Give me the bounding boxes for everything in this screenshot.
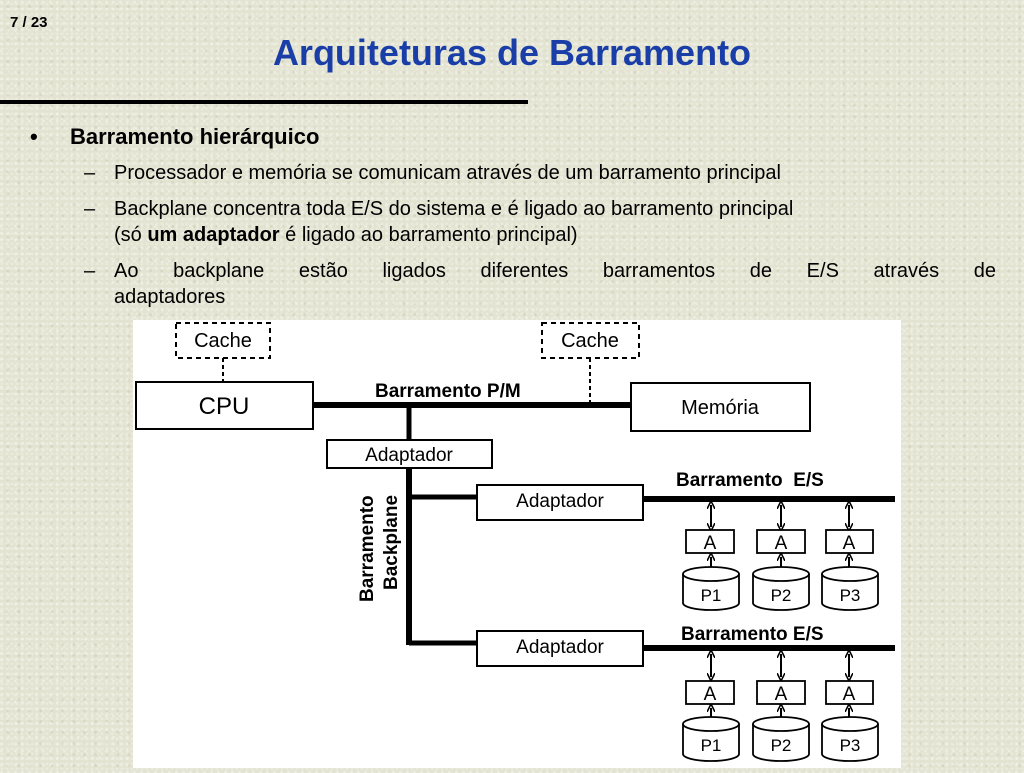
device-label: P3 <box>840 736 861 755</box>
device-label: P1 <box>701 586 722 605</box>
disk-icon <box>752 566 810 611</box>
bus-io1-label: Barramento E/S <box>676 470 824 491</box>
device-adapter-label: A <box>775 684 788 705</box>
device-adapter-label: A <box>704 684 717 705</box>
cpu-box <box>135 381 314 430</box>
cache-left-label: Cache <box>194 330 252 352</box>
disk-icon <box>821 566 879 611</box>
sub-bullet-3-text: Ao backplane estão ligados diferentes ba… <box>114 258 996 310</box>
sub-bullet-dash: – <box>84 260 96 282</box>
bus-diagram: Cache Cache Barramento P/M CPU Memória A… <box>133 320 901 768</box>
sub-bullet-1-text: Processador e memória se comunicam atrav… <box>114 162 781 184</box>
device-label: P3 <box>840 586 861 605</box>
bus-diagram-svg: Cache Cache Barramento P/M CPU Memória A… <box>135 322 895 762</box>
disk-icon <box>821 716 879 762</box>
cpu-label: CPU <box>199 393 250 420</box>
cache-left-box <box>175 322 271 359</box>
bus-io2-label: Barramento E/S <box>681 624 824 645</box>
title-underline <box>0 100 528 104</box>
sub-bullet-3-line1: Ao backplane estão ligados diferentes ba… <box>114 260 996 282</box>
device-adapter-label: A <box>843 684 856 705</box>
adapter-main-box <box>326 439 493 469</box>
backplane-label-line2: Backplane <box>381 495 402 590</box>
bullet-dot: • <box>30 124 38 149</box>
adapter-io2-box <box>476 630 644 667</box>
adapter-io2-label: Adaptador <box>516 637 604 658</box>
disk-icon <box>682 716 740 762</box>
cache-right-label: Cache <box>561 330 619 352</box>
sub-bullet-dash: – <box>84 198 96 220</box>
sub-bullet-2-text: Backplane concentra toda E/S do sistema … <box>114 196 996 248</box>
sub-bullet-2-line1: Backplane concentra toda E/S do sistema … <box>114 198 794 220</box>
backplane-label-line1: Barramento <box>357 495 378 602</box>
adapter-io1-box <box>476 484 644 521</box>
io-group-2: A A A P1 P2 P3 <box>682 654 879 762</box>
disk-icon <box>682 566 740 611</box>
sub-bullet-3-line2: adaptadores <box>114 286 226 308</box>
sub-bullet-dash: – <box>84 162 96 184</box>
slide-number: 7 / 23 <box>10 14 48 31</box>
bus-pm-label: Barramento P/M <box>375 381 521 402</box>
slide-title: Arquiteturas de Barramento <box>272 32 752 73</box>
device-adapter-label: A <box>843 533 856 554</box>
disk-icon <box>752 716 810 762</box>
sub-bullet-2-bold: um adaptador <box>147 224 280 246</box>
io-group-1: A A A P1 P2 P3 <box>682 505 879 611</box>
device-label: P2 <box>771 586 792 605</box>
sub-bullet-2-post: é ligado ao barramento principal) <box>279 224 578 246</box>
memory-label: Memória <box>681 397 760 419</box>
device-label: P1 <box>701 736 722 755</box>
device-label: P2 <box>771 736 792 755</box>
sub-bullet-2-pre: (só <box>114 224 148 246</box>
memory-box <box>630 382 811 432</box>
device-adapter-label: A <box>775 533 788 554</box>
adapter-io1-label: Adaptador <box>516 491 604 512</box>
adapter-main-label: Adaptador <box>365 445 453 466</box>
cache-right-box <box>541 322 640 359</box>
device-adapter-label: A <box>704 533 717 554</box>
bullet-heading: Barramento hierárquico <box>70 124 320 149</box>
